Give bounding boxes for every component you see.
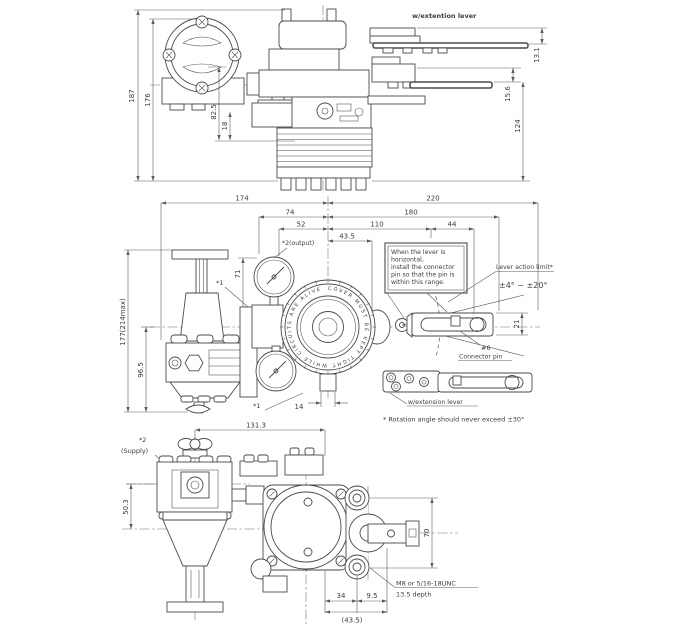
- note-line-3: install the connector: [391, 264, 455, 271]
- lever-action-limit-label: Lever action limit*: [496, 264, 553, 271]
- star1-label-b: *1: [253, 402, 260, 410]
- dim-21: 21: [513, 320, 521, 329]
- dim-9-5: 9.5: [366, 592, 377, 600]
- lever-front: [406, 312, 494, 338]
- dim-43-5: 43.5: [339, 233, 355, 241]
- connector-pin-label: Connector pin: [459, 354, 503, 361]
- dim-71: 71: [234, 270, 242, 279]
- extension-lever-front: [382, 370, 533, 393]
- positioner-bottom: [239, 447, 351, 593]
- note-line-1: When the lever is: [391, 249, 445, 256]
- dim-18: 18: [221, 122, 229, 131]
- dim-176: 176: [144, 93, 152, 107]
- dim-174: 174: [235, 195, 249, 203]
- feedback-bracket: [344, 485, 420, 580]
- standard-lever-top: [371, 56, 493, 89]
- connector-pin: [450, 315, 461, 327]
- dim-15-6: 15.6: [504, 86, 512, 102]
- dim-124: 124: [514, 119, 522, 133]
- dim-96-5: 96.5: [137, 362, 145, 378]
- note-box: When the lever is horizontal, install th…: [384, 242, 468, 294]
- positioner-front: COVER MUST BE KEPT TIGHT WHILE CIRCUITS …: [280, 279, 409, 392]
- supply-star-label: *2: [139, 436, 146, 444]
- dim-50-3: 50.3: [122, 499, 130, 515]
- dim-70: 70: [423, 529, 431, 538]
- output-port-label: *2(output): [282, 240, 314, 247]
- dim-177-214max: 177(214max): [119, 298, 127, 346]
- lever-action-range: ±4° ~ ±20°: [499, 281, 547, 290]
- regulator-bottom: [156, 438, 233, 613]
- extension-lever-front-label: w/extension lever: [408, 399, 463, 406]
- dim-82-5: 82.5: [210, 104, 218, 120]
- top-view: w/extention lever 187 176: [128, 5, 547, 193]
- dim-110: 110: [370, 221, 383, 229]
- depth-label: 13.5 depth: [396, 591, 431, 599]
- dim-34: 34: [337, 592, 346, 600]
- note-line-4: pin so that the pin is: [391, 272, 455, 279]
- extension-lever-top: w/extention lever: [369, 12, 529, 54]
- dim-220: 220: [426, 195, 439, 203]
- regulator-front: [165, 249, 245, 414]
- actuator: [251, 8, 373, 191]
- dim-131-3: 131.3: [246, 422, 266, 430]
- dim-13-1: 13.1: [533, 47, 541, 63]
- output-gauge: [253, 256, 295, 306]
- note-line-5: within this range.: [391, 279, 445, 286]
- note-line-2: horizontal,: [391, 257, 424, 264]
- dim-52: 52: [297, 221, 306, 229]
- star1-label-a: *1: [216, 279, 223, 287]
- dim-14: 14: [295, 403, 304, 411]
- thread-label: M8 or 5/16-18UNC: [396, 580, 456, 588]
- dim-43-5-paren: (43.5): [341, 617, 362, 625]
- rotation-footnote: * Rotation angle should never exceed ±30…: [383, 416, 524, 424]
- dim-180: 180: [404, 209, 417, 217]
- supply-gauge: [255, 345, 297, 392]
- front-view: 174 220 74 180 52 110 44 43.5 177(214max…: [119, 195, 554, 424]
- dim-74: 74: [286, 209, 295, 217]
- dim-44: 44: [448, 221, 457, 229]
- extension-lever-label: w/extention lever: [412, 12, 477, 20]
- terminal-cover: [164, 17, 240, 93]
- bottom-view: 131.3 *2 (Supply): [121, 422, 478, 625]
- pin-size-label: #6: [481, 344, 491, 352]
- supply-label: (Supply): [121, 447, 148, 455]
- dim-187: 187: [128, 89, 136, 102]
- cover-scallops: [280, 279, 376, 375]
